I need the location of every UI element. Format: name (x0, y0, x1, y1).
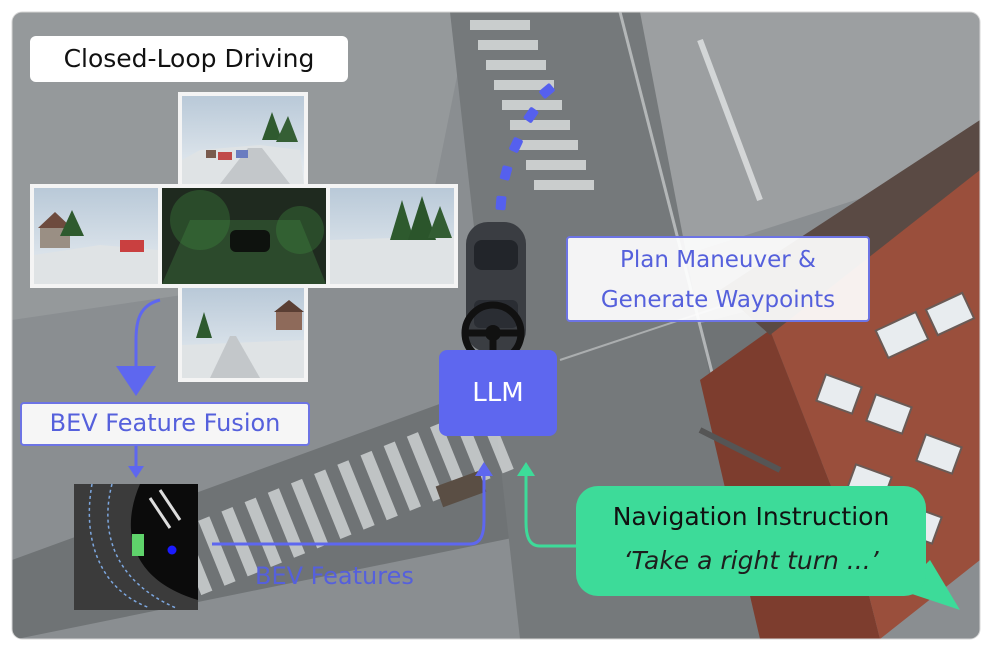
bev-to-llm-arrow (212, 472, 486, 546)
lidar-view (162, 188, 326, 284)
camera-front-view (182, 96, 304, 184)
bev-features-label: BEV Features (255, 562, 414, 590)
camera-right-view (330, 188, 454, 284)
sensor-views (30, 92, 458, 382)
bev-feature-fusion-label: BEV Feature Fusion (20, 402, 310, 446)
bev-map (74, 483, 198, 610)
flow-arrows (116, 298, 493, 546)
waypoints (495, 83, 555, 211)
navigation-instruction-text: ‘Take a right turn ...’ (623, 546, 879, 575)
navigation-instruction-title: Navigation Instruction (612, 502, 890, 531)
camera-left-view (34, 188, 158, 284)
llm-block: LLM (439, 350, 557, 436)
nav-bubble-tail (900, 560, 960, 610)
navigation-instruction-bubble (576, 486, 926, 596)
diagram-title: Closed-Loop Driving (30, 36, 348, 82)
sensor-to-fusion-arrow (134, 298, 161, 368)
plan-label-line2: Generate Waypoints (600, 287, 836, 313)
plan-label-line1: Plan Maneuver & (620, 247, 816, 273)
camera-rear-view (182, 288, 304, 378)
instruction-to-llm-arrow (517, 462, 580, 548)
plan-maneuver-label: Plan Maneuver & Generate Waypoints (566, 236, 870, 322)
